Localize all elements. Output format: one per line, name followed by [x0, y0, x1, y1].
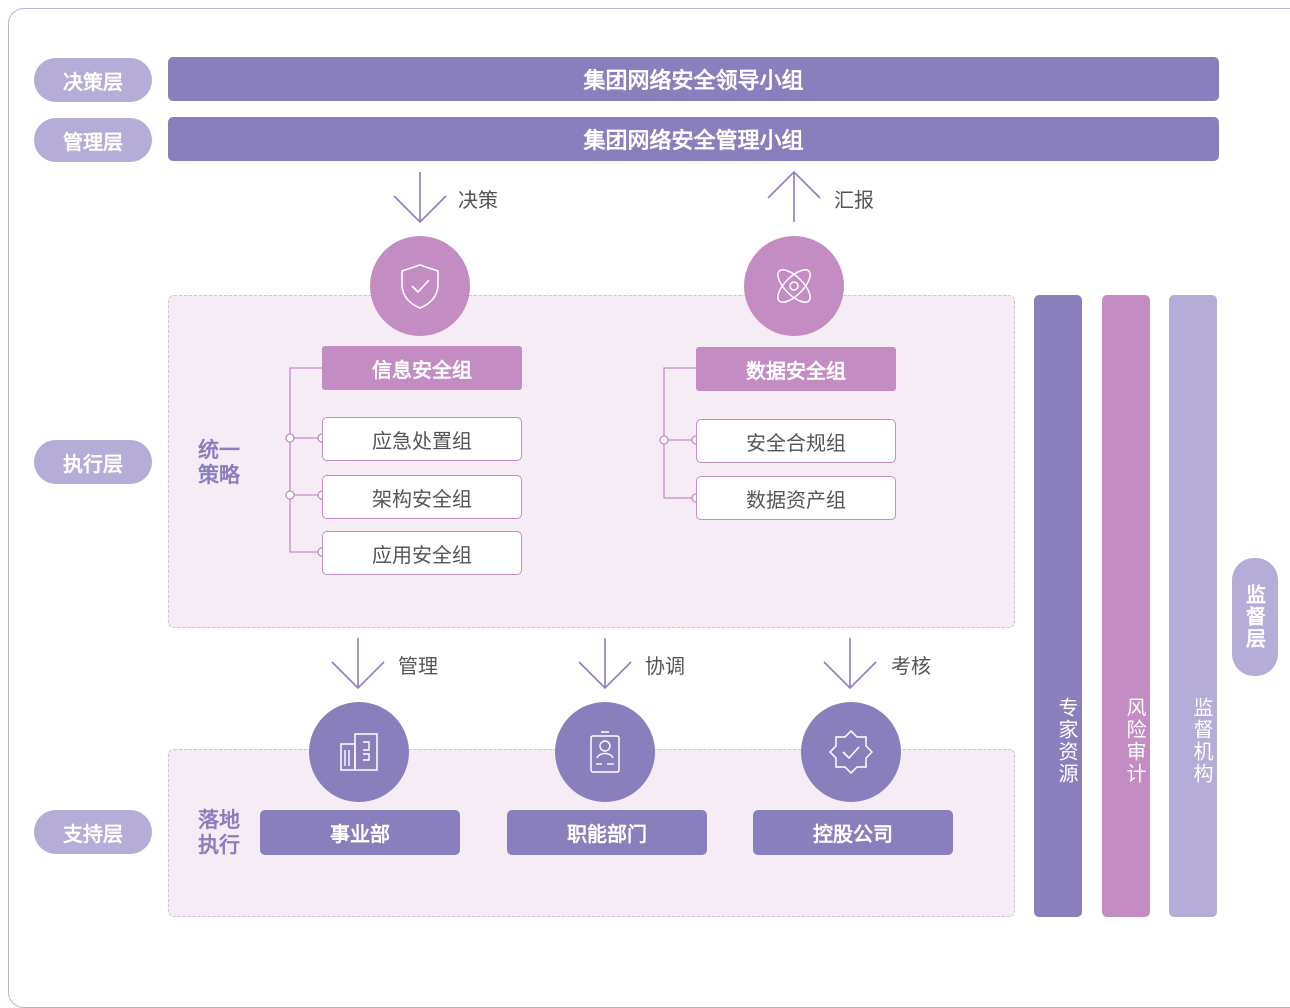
arrow-label-assess: 考核 [891, 654, 931, 678]
arrow-down-icon [578, 638, 632, 690]
layer-execution: 执行层 [34, 440, 152, 484]
arrow-down-icon [331, 638, 385, 690]
layer-management: 管理层 [34, 118, 152, 162]
atom-icon [744, 236, 844, 336]
zone-label-strategy: 统一策略 [198, 438, 240, 487]
sub-group-architecture: 架构安全组 [322, 475, 522, 519]
leadership-group-bar: 集团网络安全领导小组 [168, 57, 1219, 101]
sub-group-emergency: 应急处置组 [322, 417, 522, 461]
info-security-group-title: 信息安全组 [322, 346, 522, 390]
verified-badge-icon [801, 702, 901, 802]
management-group-bar: 集团网络安全管理小组 [168, 117, 1219, 161]
column-supervision-org: 监督机构 [1169, 295, 1217, 917]
building-icon [309, 702, 409, 802]
column-supervision-org-label: 监督机构 [1190, 697, 1214, 785]
unit-business-division: 事业部 [260, 810, 460, 855]
column-expert-resources: 专家资源 [1034, 295, 1082, 917]
column-expert-label: 专家资源 [1055, 697, 1079, 785]
layer-supervision: 监督层 [1232, 558, 1278, 676]
arrow-down-icon [823, 638, 877, 690]
column-risk-audit-label: 风险审计 [1123, 697, 1147, 785]
arrow-down-icon [393, 172, 447, 224]
column-risk-audit: 风险审计 [1102, 295, 1150, 917]
shield-check-icon [370, 236, 470, 336]
sub-group-data-assets: 数据资产组 [696, 476, 896, 520]
unit-holding-company: 控股公司 [753, 810, 953, 855]
arrow-label-manage: 管理 [398, 654, 438, 678]
layer-support: 支持层 [34, 810, 152, 854]
data-security-group-title: 数据安全组 [696, 347, 896, 391]
sub-group-compliance: 安全合规组 [696, 419, 896, 463]
layer-decision: 决策层 [34, 58, 152, 102]
sub-group-application: 应用安全组 [322, 531, 522, 575]
arrow-up-icon [767, 170, 821, 222]
arrow-label-report: 汇报 [834, 188, 874, 212]
zone-label-landing: 落地执行 [198, 808, 240, 857]
id-badge-icon [555, 702, 655, 802]
arrow-label-coordinate: 协调 [645, 654, 685, 678]
unit-functional-dept: 职能部门 [507, 810, 707, 855]
arrow-label-decision: 决策 [458, 188, 498, 212]
